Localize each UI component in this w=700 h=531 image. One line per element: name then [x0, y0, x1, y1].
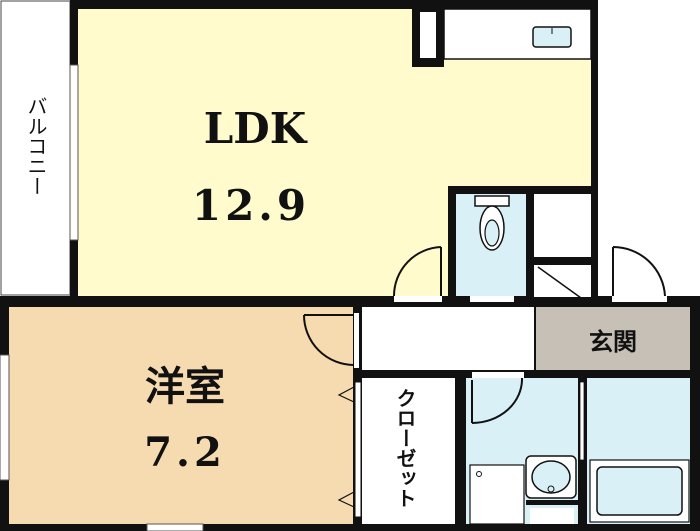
western-window [0, 354, 10, 481]
ldk-door[interactable] [392, 246, 442, 297]
western-label: 洋室 [145, 363, 225, 410]
entrance [536, 307, 690, 370]
closet-wall [455, 378, 466, 524]
toilet-right-wall [526, 186, 534, 298]
wall-middle [0, 296, 700, 307]
balcony-window [69, 64, 79, 241]
toilet-top-wall [448, 186, 591, 194]
balcony [0, 0, 71, 296]
front-door[interactable] [612, 245, 666, 297]
ldk-label: LDK [204, 104, 308, 153]
balcony-label: バルコニー [24, 96, 48, 196]
closet [362, 378, 455, 524]
storage [534, 194, 591, 257]
hall-bottom-wall [353, 370, 700, 378]
wall-right [690, 296, 700, 531]
refrigerator-space [420, 12, 436, 58]
western-room [9, 307, 354, 524]
wall-bottom [0, 524, 700, 531]
toilet-door-opening [470, 296, 514, 302]
wall-top [70, 0, 598, 9]
ldk-size: 12.9 [192, 181, 310, 230]
closet-door-arrow[interactable] [337, 491, 355, 508]
kitchen-sink [532, 26, 572, 48]
front-door-opening [612, 296, 667, 302]
washroom-door-opening [472, 372, 524, 378]
washroom-door[interactable] [471, 377, 524, 424]
storage-wall [534, 257, 591, 265]
closet-door-arrow[interactable] [337, 386, 355, 403]
entrance-label: 玄関 [589, 327, 637, 356]
ldk-door-opening [394, 296, 442, 302]
western-size: 7.2 [144, 429, 226, 476]
western-door[interactable] [303, 314, 355, 366]
toilet-left-wall [448, 186, 456, 298]
western-bottom-window [146, 523, 204, 531]
closet-label: クローゼット [393, 388, 417, 508]
toilet-tank [474, 195, 510, 207]
washing-machine-space [469, 464, 525, 525]
hallway [362, 307, 534, 370]
wash-basin-bowl [531, 460, 571, 494]
wall-ldk-right [591, 0, 598, 300]
bathtub-basin [596, 466, 683, 516]
